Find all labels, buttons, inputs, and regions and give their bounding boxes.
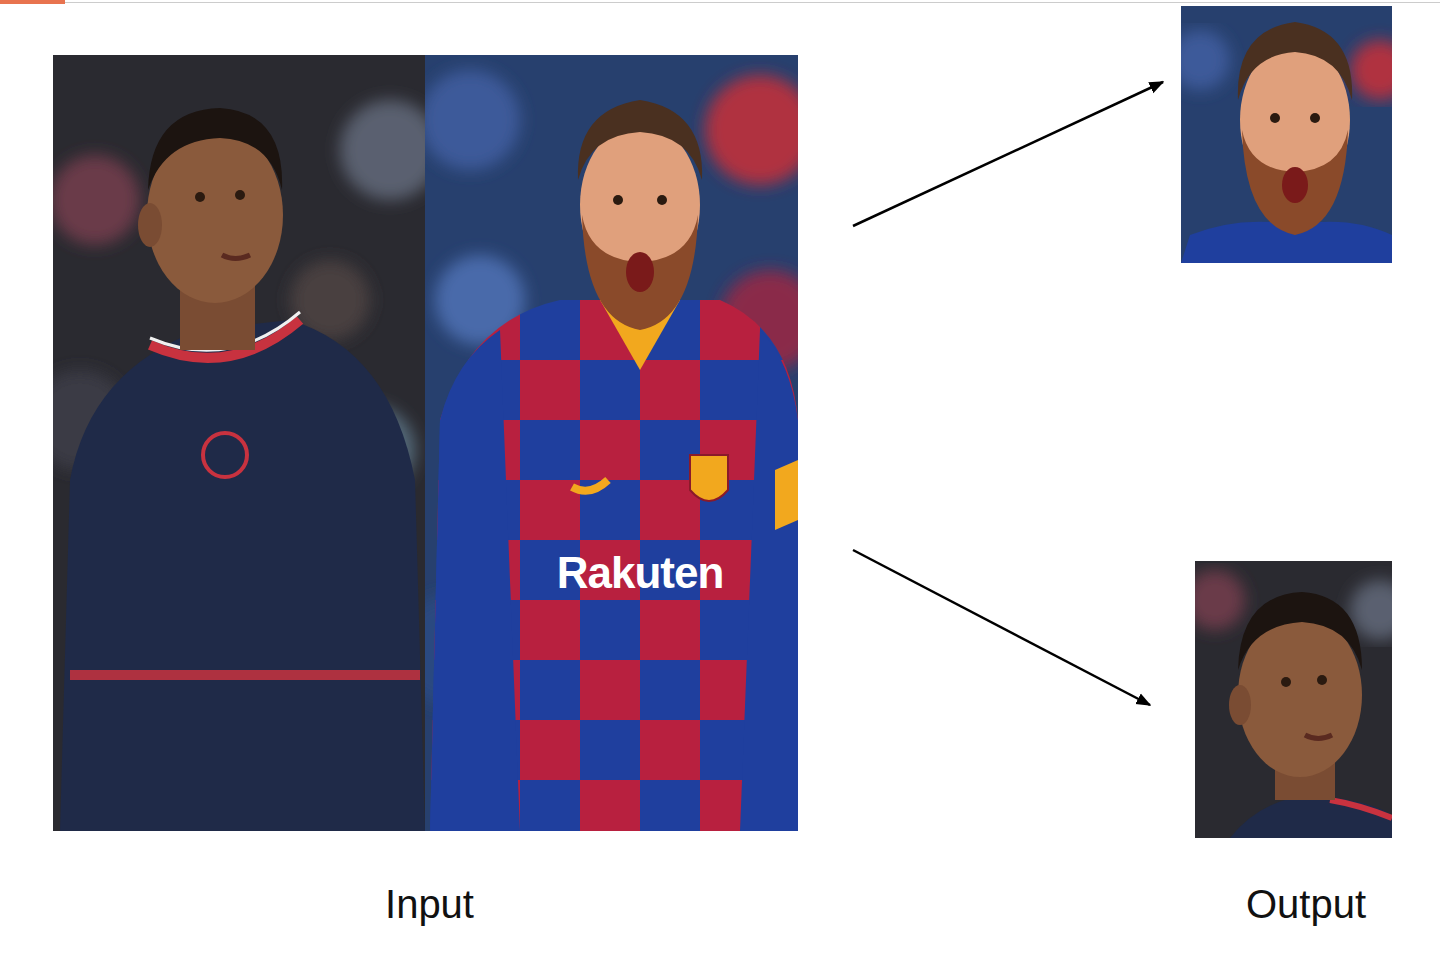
panel-caption: Output <box>1180 882 1432 927</box>
panel-caption: Input <box>53 882 806 927</box>
output-faces: Output <box>1180 5 1432 930</box>
input-photo-left <box>53 55 425 831</box>
accent-bar <box>0 0 65 4</box>
output-face-crop <box>1181 6 1392 263</box>
top-rule <box>65 2 1440 3</box>
shirt-sponsor-text: Rakuten <box>557 548 724 598</box>
input-photo-right <box>425 55 798 831</box>
arrow-connector <box>853 550 1150 705</box>
output-face-crop <box>1195 561 1392 838</box>
input-image: Input <box>53 55 806 832</box>
arrow-connector <box>853 82 1163 226</box>
